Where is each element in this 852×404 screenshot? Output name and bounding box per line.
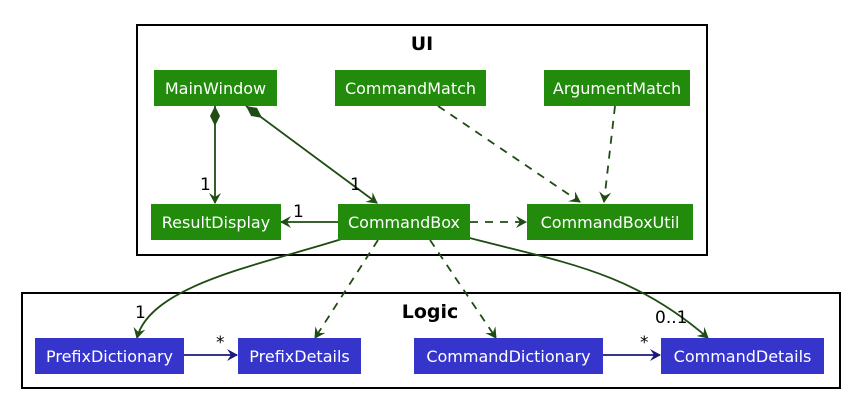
- command-box-command-dictionary-dependency-edge: [429, 239, 497, 339]
- multiplicity-commandbox-to-result: 1: [293, 202, 304, 222]
- class-command-box-util-label: CommandBoxUtil: [541, 213, 680, 232]
- class-command-match[interactable]: CommandMatch: [335, 70, 486, 106]
- class-command-dictionary[interactable]: CommandDictionary: [414, 338, 603, 374]
- ui-package-frame: [136, 24, 708, 256]
- class-main-window-label: MainWindow: [165, 79, 266, 98]
- class-command-match-label: CommandMatch: [345, 79, 476, 98]
- class-prefix-details-label: PrefixDetails: [249, 347, 349, 366]
- class-command-dictionary-label: CommandDictionary: [426, 347, 590, 366]
- command-box-command-details-edge: [461, 235, 709, 339]
- command-box-prefix-details-dependency-edge: [314, 239, 379, 339]
- class-command-box-label: CommandBox: [348, 213, 460, 232]
- class-argument-match[interactable]: ArgumentMatch: [544, 70, 690, 106]
- multiplicity-main-to-result: 1: [200, 175, 211, 195]
- multiplicity-commandbox-to-prefixdict: 1: [135, 303, 146, 323]
- ui-package: UI: [136, 24, 708, 256]
- command-match-util-dependency-edge: [437, 105, 581, 203]
- multiplicities: 1 1 1 1 * * 0..1: [135, 175, 687, 353]
- multiplicity-prefixdict-to-prefixdetails: *: [216, 333, 225, 353]
- ui-package-title: UI: [411, 33, 434, 55]
- edges: [133, 105, 709, 361]
- class-command-box-util[interactable]: CommandBoxUtil: [527, 204, 693, 240]
- multiplicity-main-to-commandbox: 1: [350, 175, 361, 195]
- class-result-display-label: ResultDisplay: [162, 213, 270, 232]
- class-prefix-details[interactable]: PrefixDetails: [238, 338, 361, 374]
- multiplicity-commandbox-to-commanddetails: 0..1: [655, 308, 687, 328]
- argument-match-util-dependency-edge: [599, 105, 616, 203]
- logic-package-frame: [21, 292, 841, 389]
- logic-package: Logic: [21, 292, 841, 389]
- class-prefix-dictionary-label: PrefixDictionary: [46, 347, 173, 366]
- class-result-display[interactable]: ResultDisplay: [151, 204, 281, 240]
- logic-package-title: Logic: [402, 301, 459, 323]
- class-prefix-dictionary[interactable]: PrefixDictionary: [35, 338, 184, 374]
- class-command-box[interactable]: CommandBox: [338, 204, 470, 240]
- class-command-details[interactable]: CommandDetails: [661, 338, 824, 374]
- multiplicity-commanddict-to-commanddetails: *: [640, 333, 649, 353]
- class-main-window[interactable]: MainWindow: [154, 70, 277, 106]
- class-argument-match-label: ArgumentMatch: [553, 79, 681, 98]
- class-command-details-label: CommandDetails: [674, 347, 812, 366]
- main-window-command-box-edge: [245, 105, 378, 204]
- command-box-prefix-dictionary-edge: [133, 237, 346, 339]
